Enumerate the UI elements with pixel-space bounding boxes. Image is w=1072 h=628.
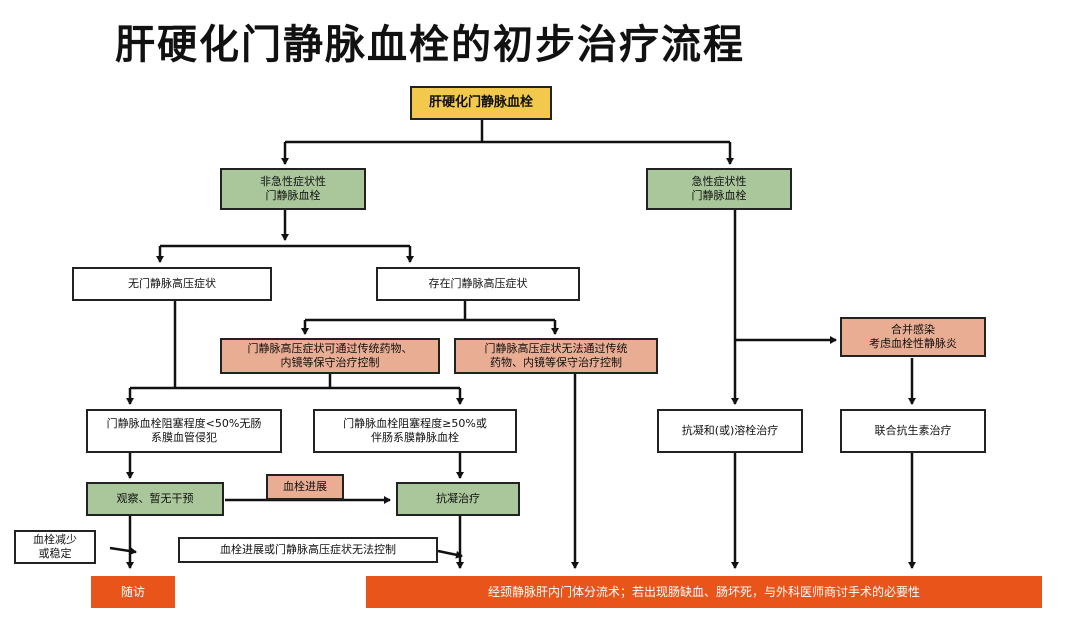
ph-controllable-node: 门静脉高压症状可通过传统药物、内镜等保守治疗控制 (220, 338, 440, 374)
no-portal-hypertension-node: 无门静脉高压症状 (72, 267, 272, 301)
low-obstruction-node: 门静脉血栓阻塞程度<50%无肠系膜血管侵犯 (86, 409, 282, 453)
root-node: 肝硬化门静脉血栓 (410, 86, 552, 120)
follow-up-node: 随访 (91, 576, 175, 608)
non-acute-node: 非急性症状性门静脉血栓 (220, 168, 366, 210)
portal-hypertension-node: 存在门静脉高压症状 (376, 267, 580, 301)
anticoag-node: 抗凝治疗 (396, 482, 520, 516)
thrombus-reduced-node: 血栓减少或稳定 (14, 530, 96, 564)
progress-uncontrolled-node: 血栓进展或门静脉高压症状无法控制 (178, 537, 438, 563)
page-title: 肝硬化门静脉血栓的初步治疗流程 (115, 22, 745, 68)
anticoag-thrombolysis-node: 抗凝和(或)溶栓治疗 (657, 409, 803, 453)
ph-uncontrollable-node: 门静脉高压症状无法通过传统药物、内镜等保守治疗控制 (454, 338, 658, 374)
antibiotic-node: 联合抗生素治疗 (840, 409, 986, 453)
thrombus-progress-label: 血栓进展 (266, 474, 344, 500)
high-obstruction-node: 门静脉血栓阻塞程度≥50%或伴肠系膜静脉血栓 (313, 409, 517, 453)
tips-surgery-node: 经颈静脉肝内门体分流术；若出现肠缺血、肠坏死，与外科医师商讨手术的必要性 (366, 576, 1042, 608)
observe-node: 观察、暂无干预 (86, 482, 224, 516)
infection-node: 合并感染考虑血栓性静脉炎 (840, 317, 986, 357)
acute-node: 急性症状性门静脉血栓 (646, 168, 792, 210)
